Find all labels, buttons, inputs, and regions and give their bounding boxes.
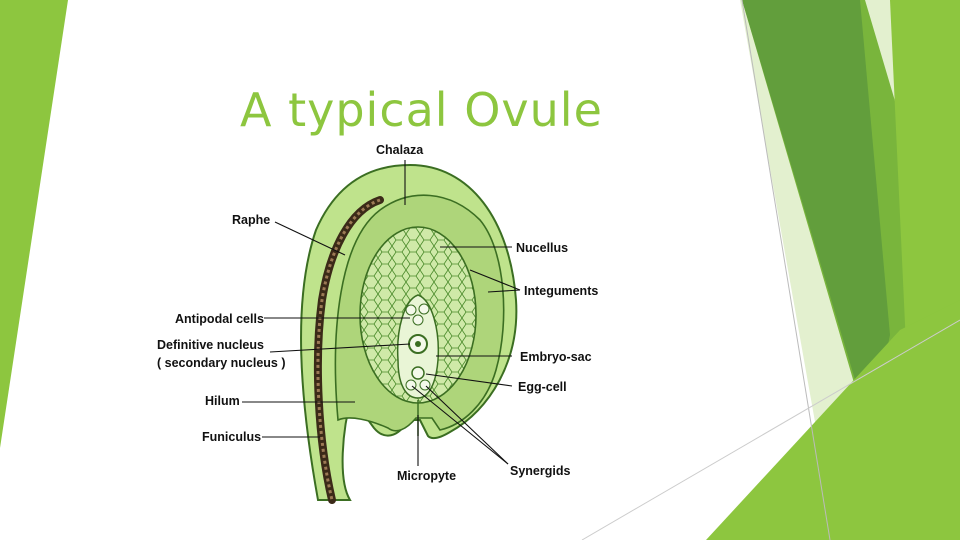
deco-line-1	[741, 0, 831, 540]
right-accent-dark	[742, 0, 890, 430]
label-secondary-nucleus: ( secondary nucleus )	[157, 356, 286, 370]
ovule-diagram: Chalaza Raphe Nucellus Integuments Antip…	[157, 143, 598, 504]
label-egg-cell: Egg-cell	[518, 380, 567, 394]
label-embryo-sac: Embryo-sac	[520, 350, 592, 364]
label-hilum: Hilum	[205, 394, 240, 408]
egg-cell	[411, 366, 425, 380]
deco-line-2	[581, 319, 960, 540]
antipodal-cell	[412, 314, 424, 326]
raphe-strand-inner	[316, 198, 381, 501]
bottom-right-accent	[706, 300, 960, 540]
label-chalaza: Chalaza	[376, 143, 424, 157]
label-definitive-nucleus: Definitive nucleus	[157, 338, 264, 352]
antipodal-cell	[405, 304, 417, 316]
label-integuments: Integuments	[524, 284, 598, 298]
left-accent-shape	[0, 0, 68, 448]
label-micropyle: Micropyte	[397, 469, 456, 483]
antipodal-cell	[418, 303, 430, 315]
label-synergids: Synergids	[510, 464, 570, 478]
slide-title: A typical Ovule	[240, 83, 603, 137]
label-raphe: Raphe	[232, 213, 270, 227]
label-antipodal-cells: Antipodal cells	[175, 312, 264, 326]
label-funiculus: Funiculus	[202, 430, 261, 444]
label-nucellus: Nucellus	[516, 241, 568, 255]
